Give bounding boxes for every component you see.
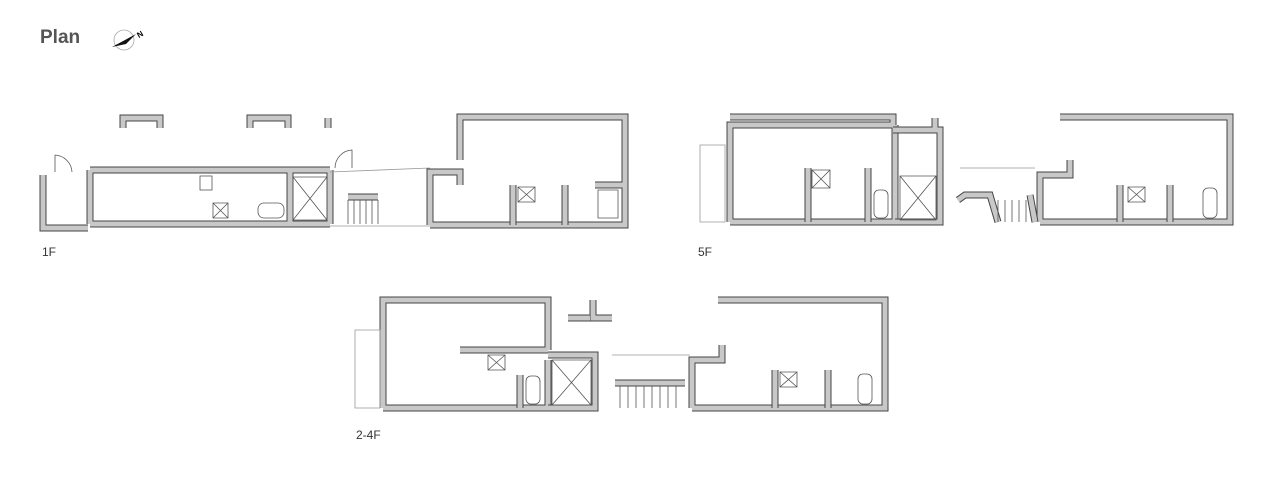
- plan-1f: [39, 113, 629, 232]
- floor-label-2-4f: 2-4F: [356, 428, 381, 442]
- plan-2-4f: [354, 296, 889, 412]
- north-label: N: [135, 29, 145, 40]
- floor-label-5f: 5F: [698, 245, 713, 259]
- plan-5f: [699, 113, 1234, 226]
- floor-label-1f: 1F: [42, 245, 57, 259]
- north-arrow-icon: N: [112, 29, 145, 51]
- page-title: Plan: [40, 27, 81, 48]
